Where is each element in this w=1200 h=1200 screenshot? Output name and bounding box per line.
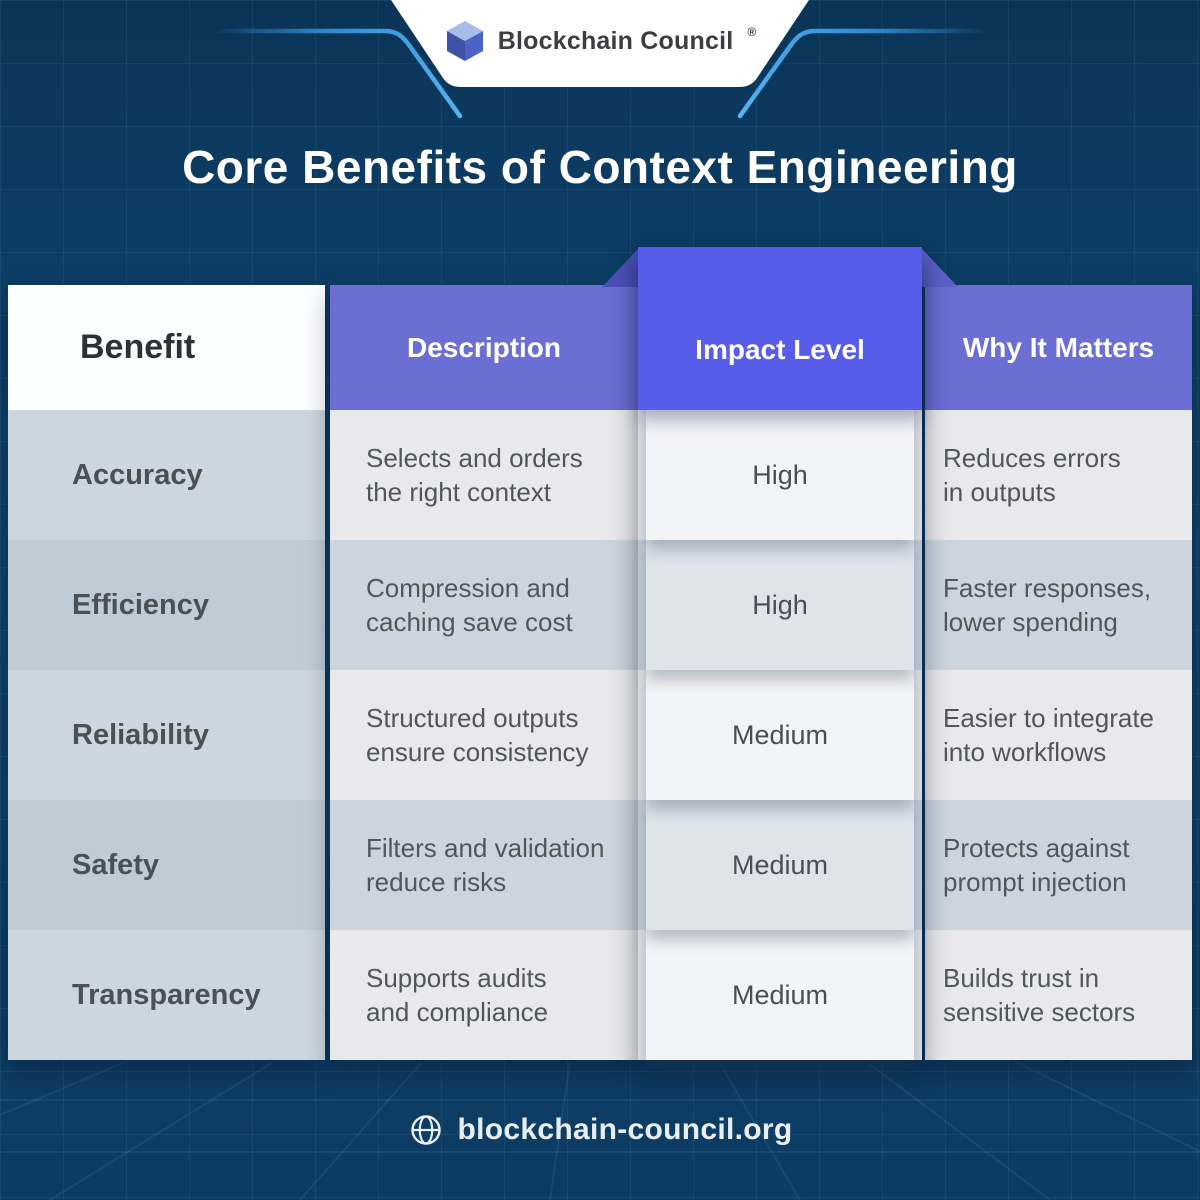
- registered-mark: ®: [747, 25, 757, 39]
- impact-cell: Medium: [638, 670, 922, 800]
- benefit-cell-accuracy: Accuracy: [8, 410, 325, 540]
- why-cell: Protects against prompt injection: [925, 800, 1192, 930]
- blockchain-cube-logo-icon: [446, 21, 483, 61]
- description-cell: Structured outputs ensure consistency: [330, 670, 638, 800]
- header-benefit: Benefit: [8, 285, 325, 410]
- benefit-cell-safety: Safety: [8, 800, 325, 930]
- footer: blockchain-council.org: [0, 1112, 1200, 1148]
- page-title: Core Benefits of Context Engineering: [182, 141, 1018, 193]
- impact-cell: Medium: [638, 800, 922, 930]
- brand-logo: Blockchain Council ®: [400, 10, 800, 72]
- website-url: blockchain-council.org: [457, 1113, 793, 1146]
- column-description: Description Selects and orders the right…: [330, 285, 638, 1060]
- benefit-cell-transparency: Transparency: [8, 930, 325, 1060]
- description-cell: Supports audits and compliance: [330, 930, 638, 1060]
- impact-card: High: [646, 410, 914, 540]
- why-cell: Reduces errors in outputs: [925, 410, 1192, 540]
- impact-card: Medium: [646, 800, 914, 930]
- why-cell: Faster responses, lower spending: [925, 540, 1192, 670]
- description-cell: Compression and caching save cost: [330, 540, 638, 670]
- header-description: Description: [330, 285, 638, 410]
- impact-cell: High: [638, 410, 922, 540]
- impact-cell: Medium: [638, 930, 922, 1060]
- globe-icon: [410, 1115, 441, 1145]
- impact-card: Medium: [646, 670, 914, 800]
- column-impact-level: Impact Level High High Medium Medium Med…: [638, 247, 922, 1060]
- impact-header-wings: [602, 249, 958, 287]
- column-why-it-matters: Why It Matters Reduces errors in outputs…: [925, 285, 1192, 1060]
- why-cell: Builds trust in sensitive sectors: [925, 930, 1192, 1060]
- description-cell: Selects and orders the right context: [330, 410, 638, 540]
- brand-name: Blockchain Council: [497, 26, 734, 55]
- benefit-cell-reliability: Reliability: [8, 670, 325, 800]
- why-cell: Easier to integrate into workflows: [925, 670, 1192, 800]
- column-benefit: Benefit Accuracy Efficiency Reliability …: [8, 285, 325, 1060]
- accent-line-right: [737, 28, 991, 119]
- header-impact-level: Impact Level: [638, 247, 922, 410]
- description-cell: Filters and validation reduce risks: [330, 800, 638, 930]
- impact-card: High: [646, 540, 914, 670]
- impact-card: Medium: [646, 930, 914, 1060]
- benefit-cell-efficiency: Efficiency: [8, 540, 325, 670]
- floor-perspective-lines: [0, 1061, 1200, 1200]
- accent-line-left: [209, 28, 463, 119]
- header-why-it-matters: Why It Matters: [925, 285, 1192, 410]
- top-banner-shape: [391, 0, 809, 87]
- impact-cell: High: [638, 540, 922, 670]
